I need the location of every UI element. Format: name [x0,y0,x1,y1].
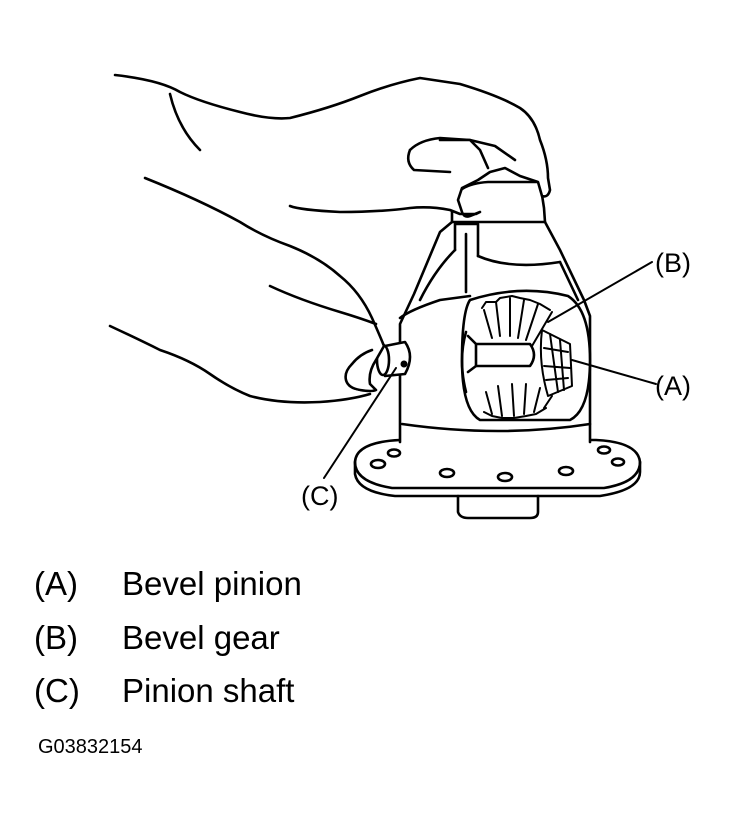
legend-key: (B) [34,619,78,656]
leader-lines [323,261,657,479]
callout-c: (C) [301,481,339,511]
figure-id: G03832154 [38,736,143,758]
upper-hand [113,73,552,218]
legend-key: (C) [34,672,80,709]
lower-hand [108,176,386,404]
legend-item: (A) Bevel pinion [0,565,734,605]
legend-item: (B) Bevel gear [0,619,734,659]
legend-text: Bevel gear [122,619,280,656]
legend-text: Bevel pinion [122,565,302,602]
pinion-shaft-visible [460,330,536,394]
bevel-gear [481,295,553,419]
flange [353,438,642,520]
legend-key: (A) [34,565,78,602]
leader-c [323,367,397,479]
leader-b [547,261,653,323]
callout-b: (B) [655,248,691,278]
callout-a: (A) [655,371,691,401]
differential-illustration [108,73,657,520]
legend-item: (C) Pinion shaft [0,672,734,712]
case-window [460,289,592,422]
legend-text: Pinion shaft [122,672,295,709]
leader-a [571,359,657,385]
bevel-pinion [539,329,573,397]
